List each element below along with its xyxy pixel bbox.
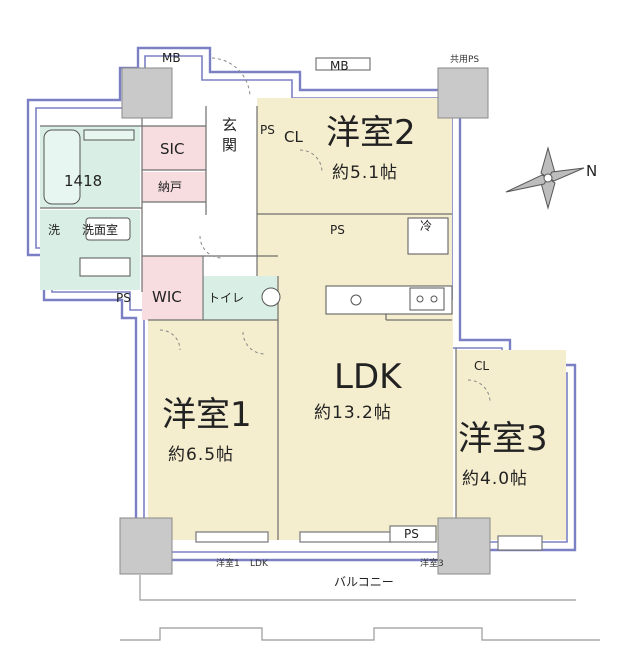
columns [119, 67, 491, 575]
sash-western3-label: 洋室3 [420, 557, 444, 569]
storage-fill [142, 172, 206, 202]
kitchen-fixtures [325, 217, 453, 315]
wic-label: WIC [152, 288, 182, 306]
western1-size: 約6.5帖 [168, 445, 234, 465]
window-sashes [195, 57, 543, 551]
ldk-size: 約13.2帖 [314, 403, 392, 423]
compass-icon [505, 146, 585, 210]
western2-name: 洋室2 [326, 113, 416, 153]
cl-western3-label: CL [474, 359, 489, 373]
ldk-name: LDK [334, 357, 403, 397]
washroom-label: 洗面室 [82, 222, 118, 237]
mb-right-label: MB [330, 59, 349, 73]
ps-entry-label: PS [260, 123, 275, 137]
sic-fill [142, 126, 206, 170]
sash-ldk-label: LDK [250, 559, 269, 569]
common-ps-label: 共用PS [450, 54, 479, 65]
mb-left-label: MB [162, 51, 181, 65]
sink [350, 294, 362, 306]
door-swings [159, 57, 491, 403]
interior-walls [40, 106, 457, 540]
ps-kitchen-label: PS [330, 223, 345, 237]
fridge-label: 冷 [420, 219, 432, 233]
ldk-fill-lower [278, 300, 453, 540]
ps-wic-label: PS [116, 291, 131, 305]
balcony-railing [120, 575, 600, 641]
compass-n-label: N [586, 162, 597, 180]
western1-name: 洋室1 [162, 395, 252, 435]
wash-label: 洗 [48, 223, 60, 237]
western3-fill [456, 350, 566, 540]
ps-balcony-label: PS [404, 527, 419, 541]
cl-western2-label: CL [284, 128, 303, 146]
balcony-label: バルコニー [334, 575, 394, 589]
western1-fill [148, 320, 278, 540]
sic-label: SIC [160, 140, 184, 158]
bath-fixtures [43, 129, 281, 307]
entrance-label-2: 関 [222, 136, 237, 154]
room-fills [40, 98, 566, 540]
fridge-space [407, 217, 449, 255]
stove [409, 287, 445, 311]
entrance-label-1: 玄 [222, 116, 237, 134]
western2-fill [257, 98, 452, 214]
sash-western1-label: 洋室1 [216, 557, 240, 569]
bath-size-label: 1418 [64, 172, 102, 190]
storage-label: 納戸 [158, 180, 182, 194]
toilet-label: トイレ [208, 291, 244, 305]
western2-size: 約5.1帖 [332, 163, 398, 183]
wic-fill [142, 256, 202, 320]
bathtub [43, 129, 81, 205]
western3-size: 約4.0帖 [462, 469, 528, 489]
western3-name: 洋室3 [458, 419, 548, 459]
